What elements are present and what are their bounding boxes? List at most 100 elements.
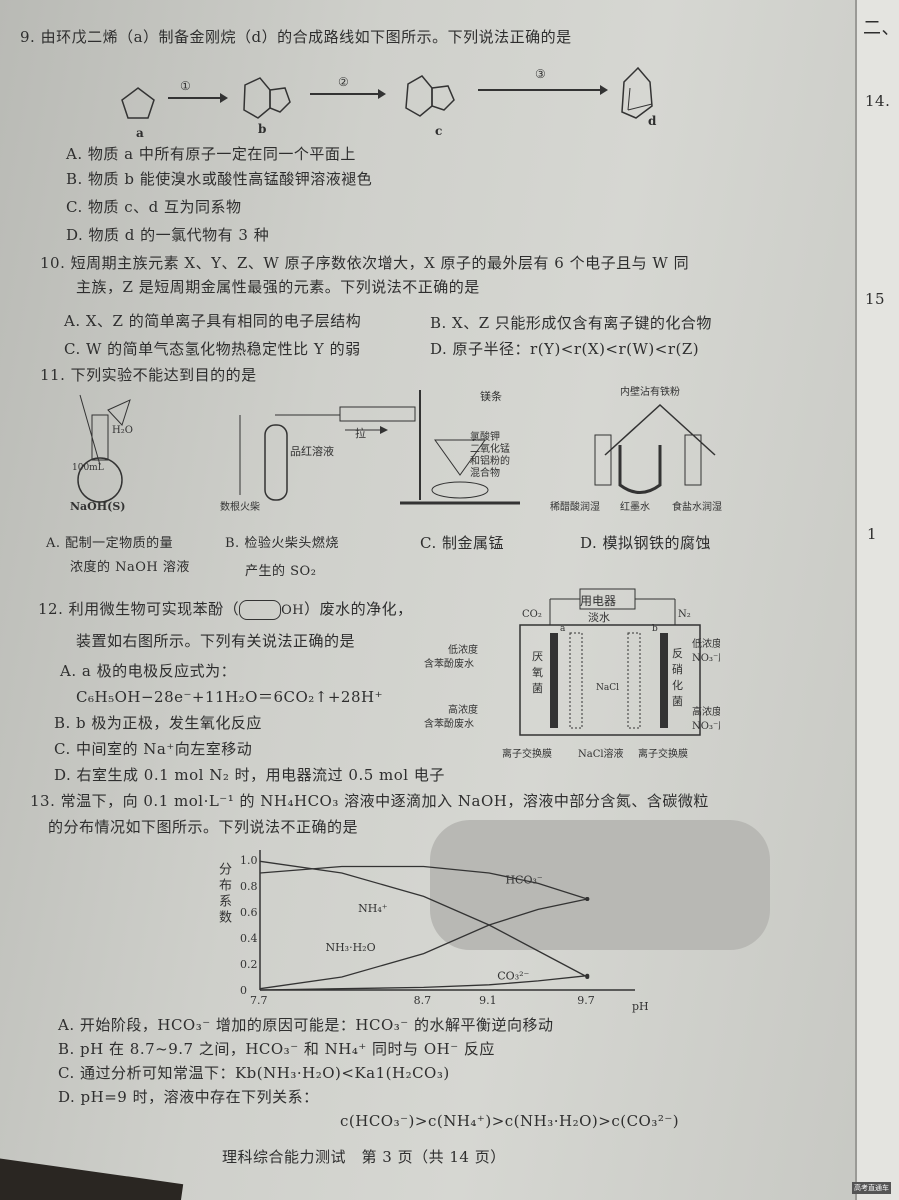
low-phenol-1: 低浓度 [448, 643, 478, 656]
molecule-d [621, 66, 653, 119]
mix-label-3: 和铝粉的 [470, 454, 510, 467]
membrane-1: 离子交换膜 [502, 747, 552, 760]
mix-label-2: 二氧化锰 [470, 442, 510, 455]
mix-label-4: 混合物 [470, 466, 500, 479]
pinhong-label: 品红溶液 [290, 444, 334, 458]
label-a: a [136, 126, 144, 140]
step-2: ② [338, 75, 349, 89]
series-label: NH₄⁺ [358, 902, 388, 915]
series-line-2 [259, 898, 588, 990]
co2-label: CO₂ [522, 609, 542, 620]
mg-label: 镁条 [480, 389, 502, 403]
high-no3-1: 高浓度 [692, 705, 720, 718]
molecule-c [405, 75, 433, 117]
x-axis-label: pH [632, 1000, 649, 1013]
q10-stem-2: 主族，Z 是短周期金属性最强的元素。下列说法不正确的是 [76, 278, 480, 296]
q10-option-b: B. X、Z 只能形成仅含有离子键的化合物 [430, 314, 712, 332]
anaerobic-2: 氧 [532, 665, 543, 679]
q10-stem: 10. 短周期主族元素 X、Y、Z、W 原子序数依次增大，X 原子的最外层有 6… [40, 254, 690, 272]
water-label: H₂O [112, 425, 133, 436]
y-tick-label: 0.6 [240, 906, 258, 919]
q11-option-d: D. 模拟钢铁的腐蚀 [580, 534, 712, 552]
q13-option-b: B. pH 在 8.7~9.7 之间，HCO₃⁻ 和 NH₄⁺ 同时与 OH⁻ … [58, 1040, 495, 1058]
q13-stem: 13. 常温下，向 0.1 mol·L⁻¹ 的 NH₄HCO₃ 溶液中逐滴加入 … [30, 792, 709, 810]
margin-text: 14. [865, 92, 891, 110]
low-no3-1: 低浓度 [692, 637, 720, 650]
pull-label: 拉 [355, 426, 366, 440]
q12-option-a-eq: C₆H₅OH−28e⁻+11H₂O＝6CO₂↑+28H⁺ [76, 688, 384, 706]
device-label: 用电器 [580, 594, 616, 608]
q9-reaction-scheme: ① ② ③ [121, 66, 653, 119]
margin-text: 15 [865, 290, 886, 308]
series-line-0 [259, 865, 588, 900]
q11-option-c: C. 制金属锰 [420, 534, 504, 552]
mix-label-1: 氯酸钾 [470, 430, 500, 443]
label-d: d [648, 114, 657, 128]
q13-option-c: C. 通过分析可知常温下：Kb(NH₃·H₂O)<Ka1(H₂CO₃) [58, 1064, 450, 1082]
obscured-region [430, 820, 770, 950]
q11-stem: 11. 下列实验不能达到目的的是 [40, 366, 257, 384]
series-label: NH₃·H₂O [325, 941, 375, 954]
q9-option-b: B. 物质 b 能使溴水或酸性高锰酸钾溶液褪色 [66, 170, 373, 188]
q13-stem-2: 的分布情况如下图所示。下列说法不正确的是 [48, 818, 359, 836]
low-no3-2: NO₃⁻废水 [692, 651, 720, 664]
q11-option-b: B. 检验火柴头燃烧 [225, 536, 339, 551]
label-c: c [435, 124, 443, 138]
x-tick-label: 9.7 [577, 994, 595, 1007]
q11-option-a: A. 配制一定物质的量 [46, 536, 174, 551]
matches-label: 数根火柴 [220, 500, 260, 513]
membrane-2: 离子交换膜 [638, 747, 688, 760]
q9-option-a: A. 物质 a 中所有原子一定在同一个平面上 [66, 145, 356, 163]
table-corner [0, 1156, 184, 1200]
q12-stem-text: 12. 利用微生物可实现苯酚（ [38, 600, 240, 618]
high-phenol-1: 高浓度 [448, 703, 478, 716]
q12-option-c: C. 中间室的 Na⁺向左室移动 [54, 740, 253, 758]
q10-option-a: A. X、Z 的简单离子具有相同的电子层结构 [64, 312, 362, 330]
margin-text: 二、 [863, 18, 899, 39]
denitrify-2: 硝 [672, 663, 683, 676]
y-tick-label: 1.0 [240, 854, 258, 867]
watermark-badge: 高考直通车 [852, 1182, 891, 1194]
acetic-label: 稀醋酸润湿 [550, 500, 600, 513]
oh-label: OH [281, 603, 305, 618]
data-point [585, 897, 590, 901]
q13-option-d: D. pH=9 时，溶液中存在下列关系： [58, 1088, 319, 1106]
series-line-1 [259, 860, 588, 978]
step-3: ③ [535, 67, 546, 81]
denitrify-3: 化 [672, 678, 683, 692]
mid-label: NaCl [596, 683, 619, 693]
anaerobic-1: 厌 [532, 650, 543, 663]
electrode-b: b [652, 624, 658, 634]
q12-stem: 12. 利用微生物可实现苯酚（ OH）废水的净化， [38, 598, 413, 620]
high-phenol-2: 含苯酚废水 [424, 717, 474, 730]
anaerobic-3: 菌 [532, 682, 543, 695]
q12-stem-end: ）废水的净化， [304, 600, 413, 618]
q13-option-d-relation: c(HCO₃⁻)>c(NH₄⁺)>c(NH₃·H₂O)>c(CO₃²⁻) [340, 1112, 680, 1130]
q10-option-c: C. W 的简单气态氢化物热稳定性比 Y 的弱 [64, 340, 361, 358]
q9-option-d: D. 物质 d 的一氯代物有 3 种 [66, 226, 270, 244]
q12-option-b: B. b 极为正极，发生氧化反应 [54, 714, 262, 732]
low-phenol-2: 含苯酚废水 [424, 657, 474, 670]
x-tick-label: 9.1 [479, 994, 497, 1007]
x-tick-label: 7.7 [250, 994, 268, 1007]
n2-label: N₂ [678, 609, 691, 620]
q11-option-b-cont: 产生的 SO₂ [245, 564, 317, 579]
q12-option-d: D. 右室生成 0.1 mol N₂ 时，用电器流过 0.5 mol 电子 [54, 766, 445, 784]
y-tick-label: 0 [240, 984, 247, 997]
q9-option-c: C. 物质 c、d 互为同系物 [66, 198, 242, 216]
nacl-label: NaCl溶液 [578, 747, 624, 760]
y-axis-label: 分布系数 [216, 862, 231, 926]
q10-option-d: D. 原子半径：r(Y)<r(X)<r(W)<r(Z) [430, 340, 700, 358]
data-point [585, 973, 590, 978]
margin-text: 1 [867, 525, 878, 543]
y-tick-label: 0.4 [240, 932, 258, 945]
denitrify-1: 反 [672, 647, 683, 660]
q12-option-a: A. a 极的电极反应式为： [60, 662, 237, 680]
x-tick-label: 8.7 [414, 994, 432, 1007]
ink-label: 红墨水 [620, 500, 650, 513]
fresh-water-label: 淡水 [588, 611, 610, 624]
next-page-edge: 二、 14. 15 1 [855, 0, 899, 1200]
iron-label: 内壁沾有铁粉 [620, 385, 680, 398]
series-label: CO₃²⁻ [497, 970, 529, 983]
